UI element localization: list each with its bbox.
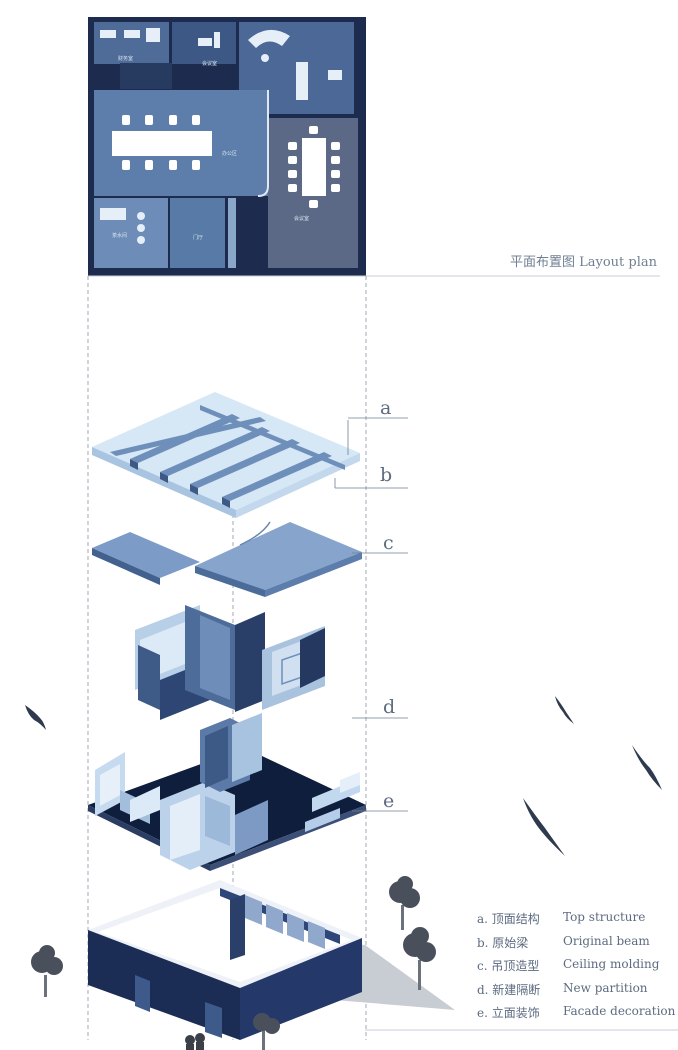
legend-item: d. 新建隔断 New partition (477, 981, 677, 1005)
plan-room-label: 办公区 (222, 151, 238, 157)
legend-zh: a. 顶面结构 (477, 912, 540, 926)
legend-item: a. 顶面结构 Top structure (477, 910, 677, 934)
layer-letter-a: a (380, 397, 392, 419)
plan-room-label: 茶水间 (112, 233, 128, 239)
legend-en: Original beam (563, 933, 650, 948)
layer-letter-b: b (380, 464, 393, 486)
plan-room-label: 会议室 (294, 216, 310, 222)
layout-plan (88, 17, 366, 276)
birds (25, 696, 662, 856)
legend-item: b. 原始梁 Original beam (477, 934, 677, 958)
legend-en: Top structure (563, 910, 646, 924)
layer-letter-d: d (383, 696, 396, 718)
layer-letter-e: e (383, 790, 395, 812)
legend-en: New partition (563, 980, 648, 995)
leader-lines (334, 417, 408, 812)
layer-partitions (135, 605, 325, 720)
layer-facade (88, 713, 366, 871)
legend-zh: c. 吊顶造型 (477, 959, 540, 973)
layer-ceiling-molding (92, 521, 362, 597)
layout-plan-caption: 平面布置图 Layout plan (510, 255, 658, 270)
legend-item: c. 吊顶造型 Ceiling molding (477, 957, 677, 981)
legend-zh: e. 立面装饰 (477, 1006, 540, 1020)
plan-room-label: 会议室 (202, 61, 218, 67)
building-shell (88, 880, 455, 1040)
layer-letter-c: c (383, 532, 394, 554)
legend-en: Facade decoration (563, 1004, 676, 1018)
plan-room-label: 财务室 (118, 56, 134, 62)
legend-zh: b. 原始梁 (477, 935, 529, 950)
layer-top-structure (92, 392, 360, 518)
trees (31, 876, 436, 1050)
legend: a. 顶面结构 Top structure b. 原始梁 Original be… (477, 910, 677, 1028)
legend-zh: d. 新建隔断 (477, 982, 541, 997)
plan-room-label: 门厅 (193, 235, 204, 241)
legend-item: e. 立面装饰 Facade decoration (477, 1004, 677, 1028)
legend-en: Ceiling molding (563, 957, 660, 971)
